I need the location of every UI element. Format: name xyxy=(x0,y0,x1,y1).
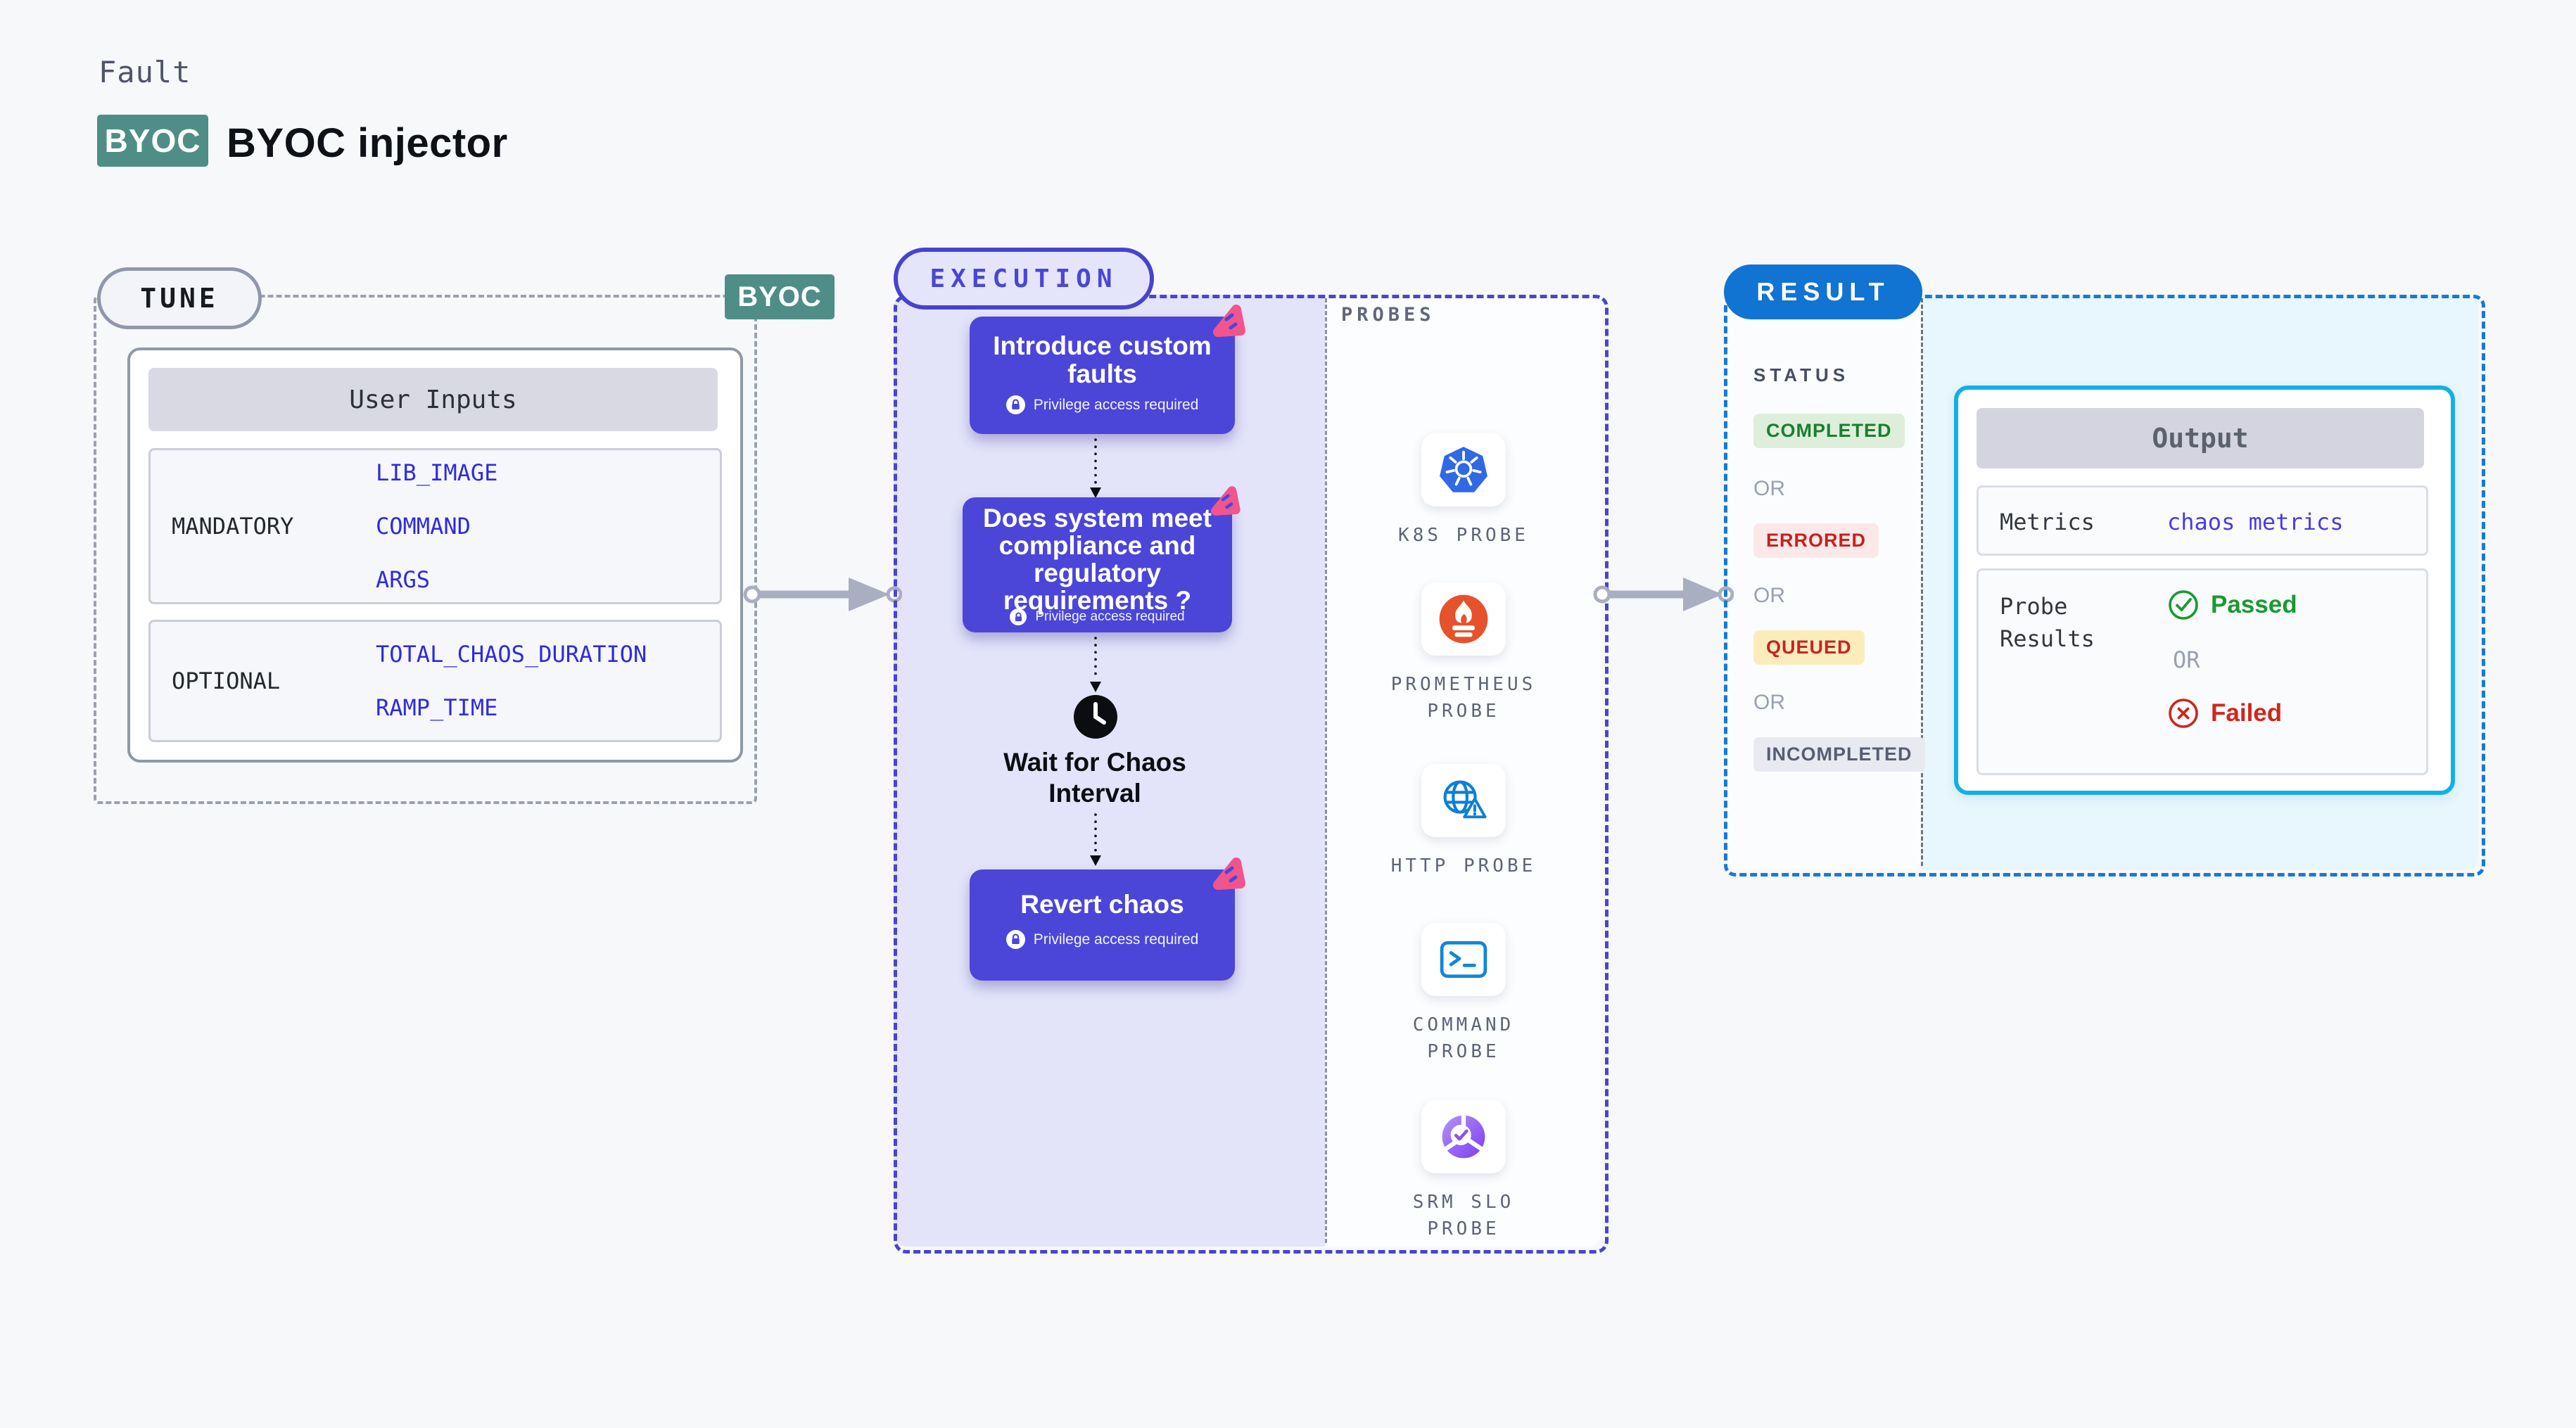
failed-label: Failed xyxy=(2211,699,2283,727)
chaos-fault-icon xyxy=(1213,305,1245,337)
or-separator: OR xyxy=(1753,691,1785,714)
probe-card-srm-slo xyxy=(1421,1100,1506,1173)
mandatory-row: MANDATORY LIB_IMAGE COMMAND ARGS xyxy=(148,448,722,604)
output-header: Output xyxy=(1977,408,2424,468)
chaos-fault-icon xyxy=(1210,486,1241,516)
execution-probes-divider xyxy=(1325,298,1327,1243)
wait-node-title: Wait for Chaos Interval xyxy=(1003,748,1186,808)
flow-arrow-probes-to-result xyxy=(1593,578,1734,611)
probe-label-k8s: K8S PROBE xyxy=(1398,525,1529,546)
kubernetes-icon xyxy=(1440,447,1487,492)
user-inputs-card: User Inputs MANDATORY LIB_IMAGE COMMAND … xyxy=(127,348,743,763)
lock-icon xyxy=(1005,395,1025,414)
passed-check-icon xyxy=(2169,590,2198,620)
probe-results-row: Probe Results Passed OR Failed xyxy=(1977,568,2428,775)
probe-label-command: COMMAND PROBE xyxy=(1412,1014,1515,1062)
metrics-row: Metrics chaos metrics xyxy=(1977,485,2428,556)
prometheus-icon xyxy=(1439,594,1488,644)
env-var: ARGS xyxy=(376,566,431,593)
execution-pill: EXECUTION xyxy=(894,248,1154,310)
globe-warning-icon xyxy=(1443,780,1487,819)
status-badge-queued: QUEUED xyxy=(1753,630,1865,665)
tune-pill: TUNE xyxy=(97,267,262,329)
env-var: TOTAL_CHAOS_DURATION xyxy=(376,641,647,668)
fault-kicker: Fault xyxy=(99,55,191,89)
mandatory-label: MANDATORY xyxy=(172,513,294,540)
flow-node-compliance-check: Does system meet compliance and regulato… xyxy=(963,486,1241,632)
status-heading: STATUS xyxy=(1753,364,1850,385)
probe-label-http: HTTP PROBE xyxy=(1390,855,1537,876)
probe-card-http xyxy=(1421,764,1506,837)
terminal-icon xyxy=(1440,941,1487,978)
status-column-fill xyxy=(1724,295,1921,869)
env-var: COMMAND xyxy=(376,513,471,540)
result-region-border xyxy=(1724,295,2485,876)
probe-card-prometheus xyxy=(1421,582,1506,656)
env-var: RAMP_TIME xyxy=(376,694,498,721)
probe-card-k8s xyxy=(1421,433,1506,506)
flow-arrow-tune-to-execution xyxy=(743,578,902,611)
status-output-divider xyxy=(1921,298,1923,866)
node-title: Introduce custom faults xyxy=(993,331,1212,388)
failed-cross-icon xyxy=(2169,699,2198,728)
or-separator: OR xyxy=(2173,646,2200,673)
privilege-badge: Privilege access required xyxy=(1033,396,1199,413)
probe-label-prometheus: PROMETHEUS PROBE xyxy=(1390,674,1537,722)
result-pill: RESULT xyxy=(1724,264,1922,319)
lock-icon xyxy=(1005,930,1025,949)
probe-card-command xyxy=(1421,923,1506,996)
page-title: BYOC injector xyxy=(227,120,508,166)
or-separator: OR xyxy=(1753,584,1785,607)
execution-region-fill xyxy=(894,295,1325,1247)
metrics-value: chaos metrics xyxy=(2167,509,2344,535)
node-title: Revert chaos xyxy=(1020,890,1184,919)
or-separator: OR xyxy=(1753,477,1785,500)
status-badge-errored: ERRORED xyxy=(1753,523,1879,558)
flow-node-introduce-faults: Introduce custom faults Privilege access… xyxy=(970,305,1245,434)
dotted-arrow xyxy=(1090,637,1101,692)
status-badge-incompleted: INCOMPLETED xyxy=(1753,737,1925,772)
dotted-arrow xyxy=(1090,813,1101,866)
node-title: Does system meet compliance and regulato… xyxy=(983,504,1212,615)
env-var: LIB_IMAGE xyxy=(376,459,498,486)
byoc-logo-badge: BYOC xyxy=(97,115,208,167)
status-badge-completed: COMPLETED xyxy=(1753,414,1905,448)
clock-icon xyxy=(1074,695,1117,739)
passed-label: Passed xyxy=(2211,591,2297,618)
privilege-badge: Privilege access required xyxy=(1033,931,1199,948)
metrics-label: Metrics xyxy=(2000,509,2095,535)
privilege-badge: Privilege access required xyxy=(1035,609,1185,624)
output-panel: Output Metrics chaos metrics Probe Resul… xyxy=(1954,385,2455,795)
flow-node-revert-chaos: Revert chaos Privilege access required xyxy=(970,858,1245,981)
probe-results-label: Probe Results xyxy=(2000,593,2095,652)
user-inputs-header: User Inputs xyxy=(148,368,718,431)
slo-donut-check-icon xyxy=(1442,1114,1485,1159)
probe-label-srm-slo: SRM SLO PROBE xyxy=(1412,1192,1515,1239)
execution-region-border xyxy=(894,295,1609,1254)
optional-label: OPTIONAL xyxy=(172,668,281,694)
lock-icon xyxy=(1010,608,1027,625)
optional-row: OPTIONAL TOTAL_CHAOS_DURATION RAMP_TIME xyxy=(148,620,722,742)
dotted-arrow xyxy=(1090,438,1101,498)
probes-heading: PROBES xyxy=(1341,304,1435,326)
chaos-fault-icon xyxy=(1213,858,1245,890)
tune-region-border xyxy=(94,295,757,804)
tune-byoc-tag: BYOC xyxy=(725,274,835,319)
